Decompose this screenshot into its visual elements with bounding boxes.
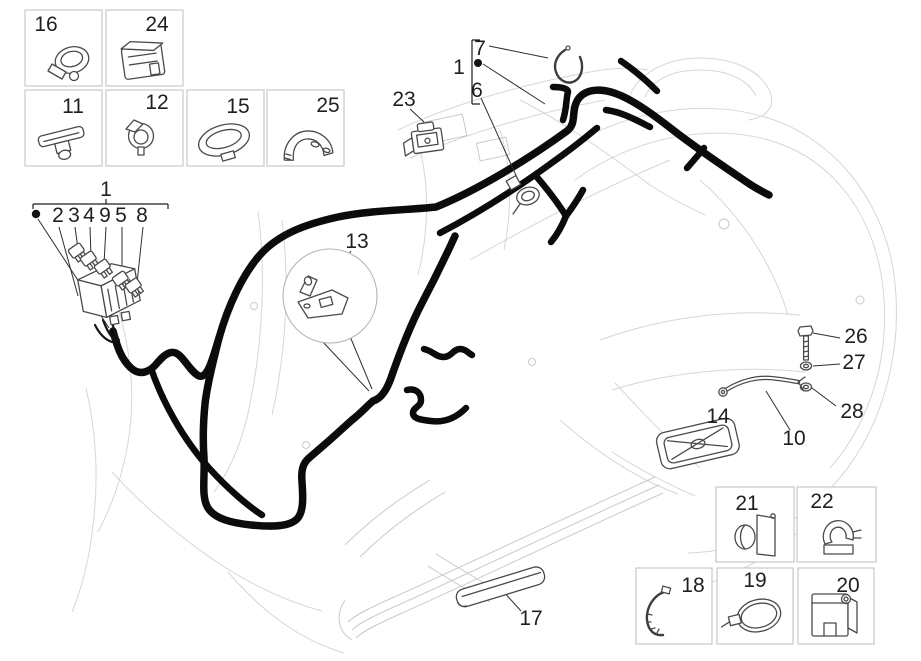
callout-15: 15 bbox=[226, 95, 249, 118]
harness-y-branch-b bbox=[547, 212, 570, 246]
callout-22: 22 bbox=[810, 490, 833, 513]
callout-16: 16 bbox=[34, 13, 57, 36]
on-body-parts bbox=[67, 45, 814, 608]
part-16-band-clip bbox=[47, 46, 90, 82]
part-15-oval-grommet bbox=[198, 123, 250, 162]
top-group-bullet bbox=[474, 59, 482, 67]
part-25-bracket bbox=[283, 130, 334, 161]
callout-8: 8 bbox=[136, 204, 148, 227]
part-23-bracket bbox=[402, 121, 445, 157]
callout-19: 19 bbox=[743, 569, 766, 592]
part-18-spring-clip bbox=[645, 585, 672, 637]
callout-1-top-group: 1 bbox=[453, 56, 465, 79]
callout-25: 25 bbox=[316, 94, 339, 117]
callout-23: 23 bbox=[392, 88, 415, 111]
part-27-washer bbox=[799, 361, 813, 371]
callout-17: 17 bbox=[519, 607, 542, 630]
part-21-bracket-sensor bbox=[734, 513, 776, 557]
callout-5: 5 bbox=[115, 204, 127, 227]
part-12-ring-clamp bbox=[125, 119, 155, 156]
harness-front-branch bbox=[148, 367, 266, 519]
part-19-cable-tie bbox=[720, 598, 782, 633]
part-20-bracket-cover bbox=[811, 593, 858, 637]
part-24-cable-clamp bbox=[120, 40, 166, 80]
harness-jog-stub bbox=[602, 106, 654, 131]
callout-1-fuse-group: 1 bbox=[100, 178, 112, 201]
harness-lower-trunk bbox=[369, 232, 459, 405]
harness-y-branch-a bbox=[562, 186, 587, 220]
callout-11: 11 bbox=[62, 95, 84, 118]
part-10-ground-cable bbox=[718, 375, 806, 397]
callout-24: 24 bbox=[145, 13, 169, 36]
harness-top-stub bbox=[617, 57, 661, 95]
inset-box-21 bbox=[715, 486, 795, 563]
callout-2: 2 bbox=[52, 204, 64, 227]
callout-6: 6 bbox=[471, 79, 483, 102]
callout-brackets bbox=[31, 39, 482, 219]
fuse-group-bullet bbox=[31, 209, 41, 219]
callout-4: 4 bbox=[83, 204, 95, 227]
part-26-bolt bbox=[797, 325, 814, 361]
callout-20: 20 bbox=[836, 574, 859, 597]
callout-7: 7 bbox=[474, 37, 486, 60]
harness-hook-branch bbox=[549, 83, 572, 124]
harness-y-branch bbox=[532, 172, 570, 220]
part-22-clamp bbox=[822, 520, 862, 555]
callout-10: 10 bbox=[782, 427, 805, 450]
callout-18: 18 bbox=[681, 574, 704, 597]
part-fuses bbox=[67, 242, 145, 298]
callout-12: 12 bbox=[145, 91, 168, 114]
callout-9: 9 bbox=[99, 204, 111, 227]
callout-21: 21 bbox=[735, 492, 758, 515]
harness-parallel-run bbox=[436, 124, 601, 237]
part-6-clamp bbox=[505, 175, 540, 215]
inset-boxes bbox=[24, 9, 877, 645]
part-17-sleeve-strip bbox=[455, 566, 546, 608]
harness-stub-upper bbox=[420, 345, 476, 361]
main-cable-harness bbox=[93, 57, 773, 530]
part-14-rubber-pad bbox=[655, 417, 740, 470]
callout-13: 13 bbox=[345, 230, 368, 253]
callout-3: 3 bbox=[68, 204, 80, 227]
part-7-clip bbox=[553, 45, 584, 84]
harness-stub-lower bbox=[403, 386, 470, 425]
harness-main-trunk bbox=[109, 86, 773, 380]
callout-26: 26 bbox=[844, 325, 867, 348]
harness-floor-loop bbox=[199, 334, 377, 530]
balloon-detail-13 bbox=[282, 248, 378, 392]
callout-labels: 16 24 11 12 15 25 1 2 3 4 9 5 8 7 1 6 23… bbox=[34, 13, 867, 630]
part-11-clip bbox=[37, 125, 85, 161]
callout-28: 28 bbox=[840, 400, 863, 423]
part-13-bracket-plate bbox=[297, 275, 349, 319]
harness-right-tick bbox=[683, 144, 708, 172]
callout-14: 14 bbox=[706, 405, 730, 428]
callout-27: 27 bbox=[842, 351, 865, 374]
